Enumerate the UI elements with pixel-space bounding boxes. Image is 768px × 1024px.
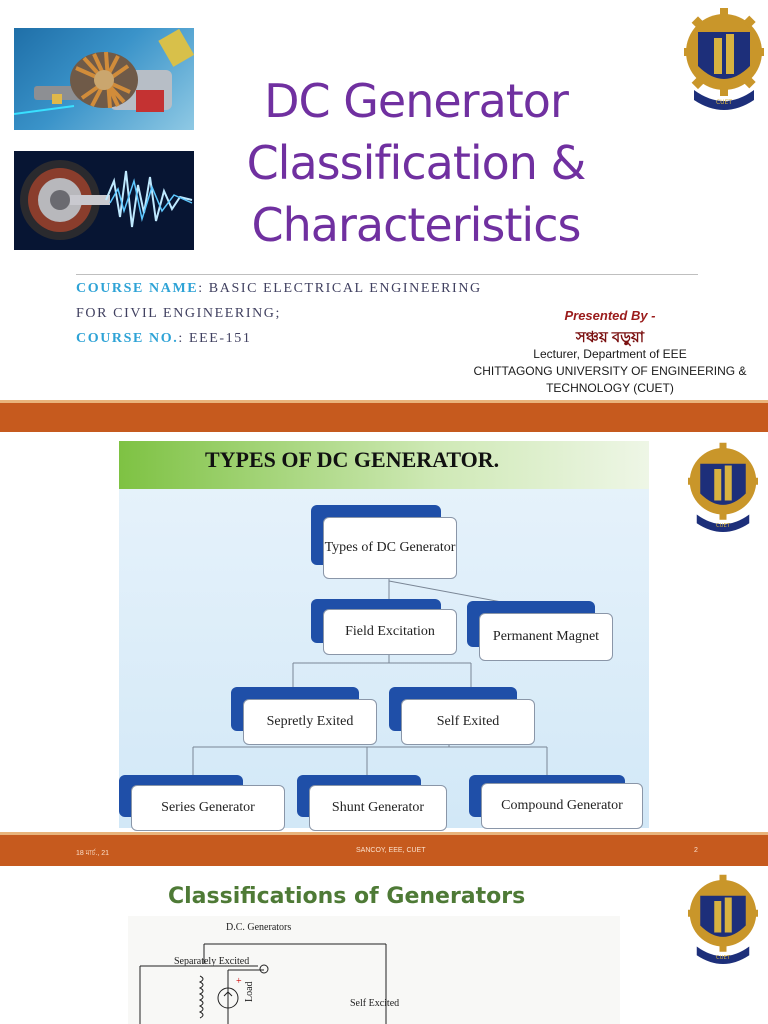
- course-no-label: COURSE NO.: [76, 331, 179, 346]
- slide-separator-bar: [0, 400, 768, 432]
- types-header-text: TYPES OF DC GENERATOR.: [205, 447, 500, 472]
- diagram-plus-sign: +: [236, 976, 242, 987]
- course-name-line: COURSE NAME: BASIC ELECTRICAL ENGINEERIN…: [76, 281, 482, 297]
- footer-page-number: 2: [694, 847, 698, 854]
- node-shunt-generator: Shunt Generator: [309, 785, 447, 831]
- course-name-value: : BASIC ELECTRICAL ENGINEERING: [198, 281, 482, 296]
- title-slide: DC Generator Classification & Characteri…: [0, 0, 768, 400]
- motor-illustration: [14, 28, 194, 130]
- types-diagram-image: TYPES OF DC GENERATOR. Types of DC Gener…: [119, 441, 649, 831]
- diagram-self-excited-label: Self Excited: [350, 998, 400, 1009]
- classifications-slide: Classifications of Generators D.C. Gener…: [0, 866, 768, 1024]
- types-slide: TYPES OF DC GENERATOR. Types of DC Gener…: [0, 432, 768, 832]
- course-no-value: : EEE-151: [178, 331, 252, 346]
- types-header-band: TYPES OF DC GENERATOR.: [119, 441, 649, 489]
- node-types-of-dc-generator: Types of DC Generator: [323, 517, 457, 579]
- presented-by-label: Presented By -: [564, 308, 656, 323]
- footer-date: 18 মার্চ., 21: [76, 850, 110, 857]
- node-series-generator: Series Generator: [131, 785, 285, 831]
- node-separately-excited: Sepretly Exited: [243, 699, 377, 745]
- title-line-1: DC Generator: [264, 74, 569, 128]
- slide-footer: 18 মার্চ., 21 SANCOY, EEE, CUET 2: [0, 832, 768, 866]
- title-line-3: Characteristics: [251, 198, 582, 252]
- presenter-name: সঞ্চয় বড়ুয়া: [575, 329, 645, 346]
- armature-illustration: [14, 151, 194, 250]
- course-name-line-2: FOR CIVIL ENGINEERING;: [76, 306, 281, 321]
- course-no-line: COURSE NO.: EEE-151: [76, 331, 251, 347]
- title-line-2: Classification &: [246, 136, 587, 190]
- footer-author: SANCOY, EEE, CUET: [356, 847, 426, 854]
- cuet-logo: CUET: [686, 874, 760, 970]
- classifications-title: Classifications of Generators: [168, 884, 526, 909]
- diagram-separately-excited-label: Separately Excited: [174, 956, 250, 967]
- node-self-excited: Self Exited: [401, 699, 535, 745]
- classification-circuit-scan: D.C. Generators Separately Excited Self …: [128, 916, 620, 1024]
- presenter-role: Lecturer, Department of EEE: [533, 347, 687, 361]
- node-field-excitation: Field Excitation: [323, 609, 457, 655]
- presenter-org-line-1: CHITTAGONG UNIVERSITY OF ENGINEERING &: [473, 364, 747, 378]
- svg-text:CUET: CUET: [716, 955, 731, 961]
- diagram-root-label: D.C. Generators: [226, 922, 292, 933]
- presentation-title: DC Generator Classification & Characteri…: [200, 70, 632, 256]
- cuet-logo: CUET: [682, 8, 766, 116]
- svg-text:CUET: CUET: [716, 523, 731, 529]
- svg-text:CUET: CUET: [716, 99, 732, 106]
- circuit-lines: [139, 943, 387, 1024]
- diagram-load-label: Load: [244, 981, 255, 1002]
- divider-line: [76, 274, 698, 275]
- node-permanent-magnet: Permanent Magnet: [479, 613, 613, 661]
- node-compound-generator: Compound Generator: [481, 783, 643, 829]
- presenter-org-line-2: TECHNOLOGY (CUET): [546, 381, 674, 395]
- cuet-logo: CUET: [686, 442, 760, 538]
- course-name-label: COURSE NAME: [76, 281, 199, 296]
